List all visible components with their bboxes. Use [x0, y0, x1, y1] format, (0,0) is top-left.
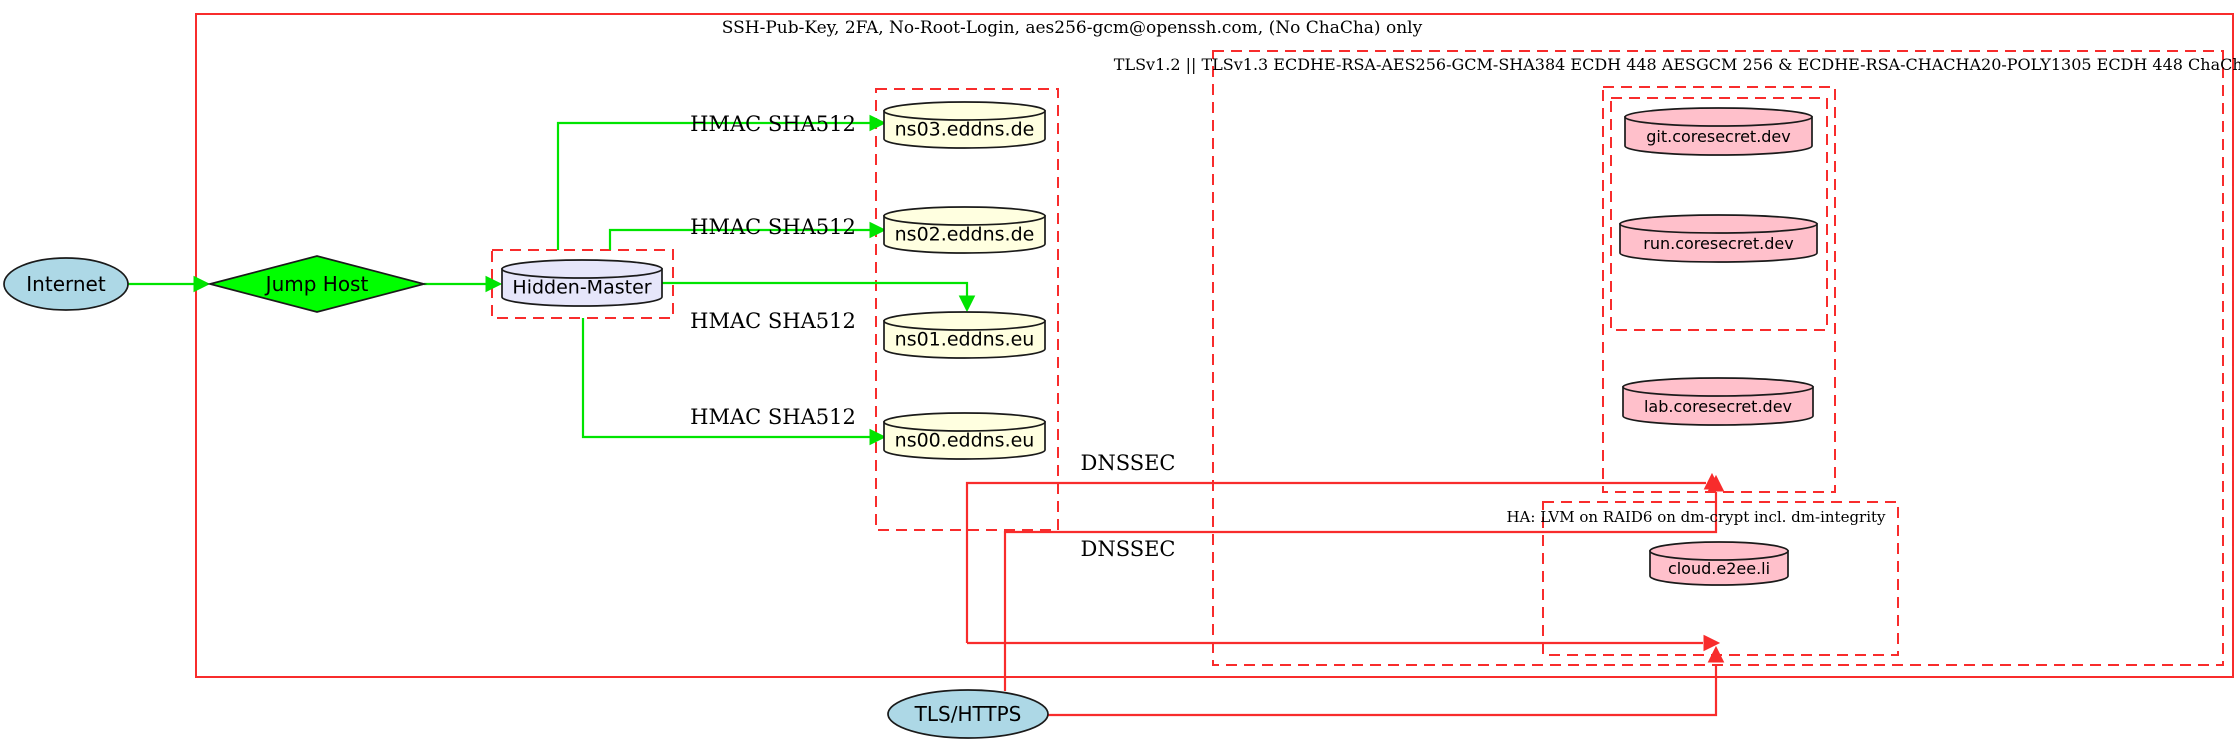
edge-hiddenmaster-ns00 — [581, 318, 872, 439]
node-lab-coresecret — [1622, 386, 1814, 426]
hmac-label-ns00: HMAC SHA512 — [690, 405, 856, 429]
node-hidden-master-lid-icon — [501, 259, 663, 279]
edge-hiddenmaster-ns00-arrowhead-icon — [869, 428, 887, 446]
edge-tls-to-coresecret-cluster — [1003, 492, 1718, 691]
edge-internet-jumphost-arrowhead-icon — [193, 275, 211, 293]
node-ns03 — [883, 110, 1046, 149]
tls-policy-label: TLSv1.2 || TLSv1.3 ECDHE-RSA-AES256-GCM-… — [1114, 55, 2240, 74]
node-cloud-e2ee-lid-icon — [1649, 541, 1789, 561]
edge-tls-to-ha-cluster-arrowhead-icon — [1707, 645, 1725, 663]
edge-dnssec-to-lab-cluster — [965, 481, 1706, 643]
coresecret-inner-box — [1610, 97, 1828, 331]
ha-raid-label: HA: LVM on RAID6 on dm-crypt incl. dm-in… — [1506, 508, 1886, 526]
hmac-label-ns02: HMAC SHA512 — [690, 215, 856, 239]
edge-hiddenmaster-ns02 — [608, 228, 872, 250]
node-ns00 — [883, 421, 1046, 460]
node-ns02-lid-icon — [883, 206, 1046, 226]
edge-hiddenmaster-ns01-arrowhead-icon — [958, 295, 976, 313]
node-ns03-label: ns03.eddns.de — [895, 119, 1035, 141]
node-jump-host-label: Jump Host — [264, 272, 369, 296]
node-run-coresecret-lid-icon — [1619, 214, 1818, 234]
outer-ssh-policy-box — [195, 13, 2234, 678]
node-cloud-e2ee-label: cloud.e2ee.li — [1668, 559, 1770, 578]
node-git-coresecret — [1624, 116, 1813, 156]
node-hidden-master — [501, 268, 663, 307]
edge-tls-to-coresecret-cluster-arrowhead-icon — [1707, 474, 1725, 492]
node-git-coresecret-lid-icon — [1624, 107, 1813, 127]
ssh-policy-label: SSH-Pub-Key, 2FA, No-Root-Login, aes256-… — [722, 18, 1423, 38]
node-lab-coresecret-label: lab.coresecret.dev — [1644, 397, 1792, 416]
node-tls-https — [887, 689, 1049, 739]
coresecret-outer-box — [1602, 86, 1836, 493]
hmac-label-ns01: HMAC SHA512 — [690, 309, 856, 333]
edge-hiddenmaster-ns03-arrowhead-icon — [869, 114, 887, 132]
edge-hiddenmaster-ns01 — [662, 281, 969, 297]
node-ns02 — [883, 215, 1046, 254]
edge-jumphost-hiddenmaster-arrowhead-icon — [485, 275, 503, 293]
node-run-coresecret-label: run.coresecret.dev — [1643, 234, 1793, 253]
node-internet — [3, 257, 129, 311]
node-ns00-lid-icon — [883, 412, 1046, 432]
node-hidden-master-label: Hidden-Master — [512, 277, 651, 299]
hidden-master-box — [491, 249, 674, 319]
hmac-label-ns03: HMAC SHA512 — [690, 112, 856, 136]
node-git-coresecret-label: git.coresecret.dev — [1646, 127, 1791, 146]
eddns-cluster-box — [875, 88, 1059, 531]
edge-hiddenmaster-ns02-arrowhead-icon — [869, 221, 887, 239]
node-ns03-lid-icon — [883, 101, 1046, 121]
node-ns00-label: ns00.eddns.eu — [895, 430, 1035, 452]
node-tls-https-label: TLS/HTTPS — [914, 702, 1022, 726]
node-lab-coresecret-lid-icon — [1622, 377, 1814, 397]
node-run-coresecret — [1619, 223, 1818, 263]
edge-hiddenmaster-ns03 — [556, 121, 872, 250]
node-ns01-label: ns01.eddns.eu — [895, 329, 1035, 351]
node-ns02-label: ns02.eddns.de — [895, 224, 1035, 246]
node-ns01-lid-icon — [883, 311, 1046, 331]
node-ns01 — [883, 320, 1046, 359]
edge-to-ha-cluster-left-arrowhead-icon — [1703, 634, 1721, 652]
tls-policy-box — [1212, 50, 2224, 666]
node-jump-host — [206, 255, 428, 313]
dnssec-label-2: DNSSEC — [1080, 537, 1175, 561]
dnssec-label-1: DNSSEC — [1080, 451, 1175, 475]
edge-tls-to-ha-cluster — [1047, 664, 1718, 717]
node-internet-label: Internet — [26, 272, 106, 296]
